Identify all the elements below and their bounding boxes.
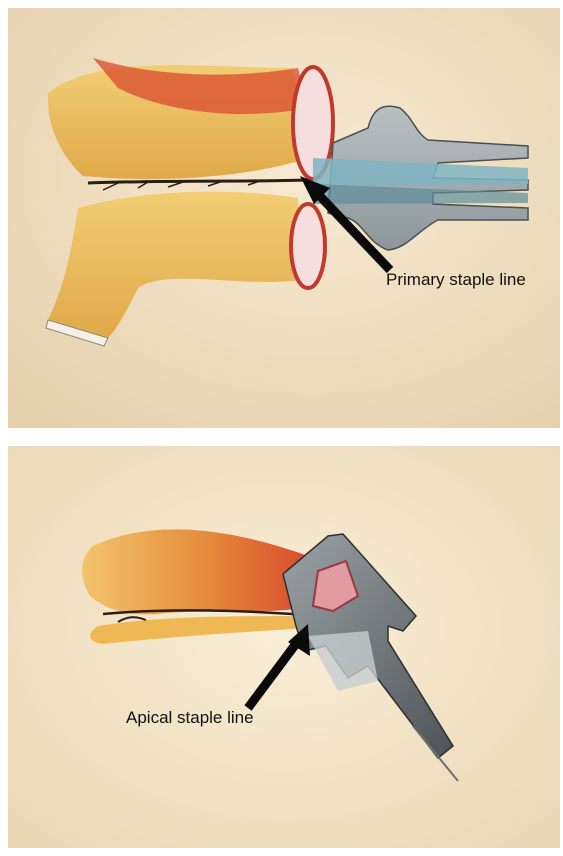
watercolor-drawing-top xyxy=(8,8,560,428)
illustration-primary-staple-line: Primary staple line xyxy=(8,8,560,428)
watercolor-drawing-bottom xyxy=(8,446,560,848)
illustration-apical-staple-line: Apical staple line xyxy=(8,446,560,848)
primary-staple-line-label: Primary staple line xyxy=(386,270,526,290)
apical-staple-line-label: Apical staple line xyxy=(126,708,254,728)
